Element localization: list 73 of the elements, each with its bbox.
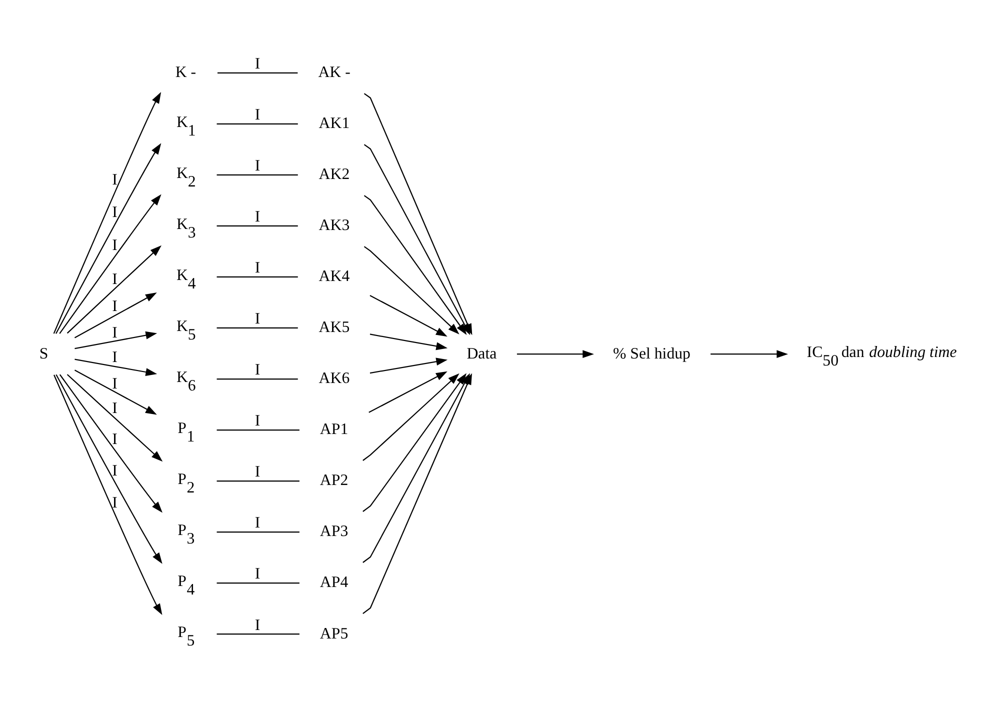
edge-label: I (254, 616, 260, 634)
connector (216, 633, 300, 634)
node-text: AK4 (318, 268, 350, 285)
connector (216, 174, 298, 176)
edge-label: I (112, 204, 118, 221)
node-text: AK - (318, 64, 350, 81)
arrow (370, 333, 448, 350)
node-text: AK5 (318, 318, 350, 336)
edge-label: I (112, 170, 118, 188)
arrow (59, 194, 162, 334)
arrow (74, 330, 158, 349)
connector (216, 582, 300, 584)
node-text: AP4 (320, 574, 348, 591)
edge-label: I (254, 106, 260, 124)
arrow (74, 369, 157, 414)
arrow (74, 292, 157, 338)
edge-label: I (254, 412, 260, 430)
node-text: AP1 (320, 420, 348, 438)
arrow (56, 374, 162, 564)
arrow (66, 244, 162, 334)
edge-label: I (254, 463, 260, 480)
arrow (370, 294, 448, 336)
arrow (368, 370, 448, 412)
connector (216, 122, 298, 124)
edge-label: I (112, 270, 118, 288)
node-text: K - (175, 64, 196, 81)
arrow (74, 358, 158, 376)
edge-label: I (112, 374, 118, 392)
edge-label: I (254, 157, 260, 174)
edge-label: I (112, 430, 118, 448)
edge-label: I (254, 514, 260, 532)
edge-label: I (254, 310, 260, 328)
edge-label: I (254, 208, 260, 226)
arrow (53, 92, 162, 334)
node-text: AK3 (318, 216, 350, 234)
connector (216, 378, 298, 380)
connector (216, 480, 300, 482)
arrow (710, 350, 788, 358)
arrow (54, 374, 162, 614)
node-text: % Sel hidup (612, 344, 691, 362)
arrow (516, 350, 594, 358)
arrow (362, 372, 460, 460)
edge-label: I (254, 259, 260, 276)
connector (216, 276, 298, 278)
node-text: AP3 (320, 522, 348, 540)
arrow (66, 374, 163, 462)
edge-label: I (112, 298, 118, 315)
edge-label: I (112, 400, 118, 417)
node-text: AP2 (320, 472, 348, 489)
edge-label: I (254, 565, 260, 582)
arrow (364, 194, 467, 334)
edge-label: I (254, 55, 260, 72)
arrow (364, 246, 460, 334)
arrow (59, 374, 162, 512)
connector (216, 326, 298, 328)
connector (216, 224, 298, 226)
node-text: AK2 (318, 166, 350, 183)
node-text: AK6 (318, 370, 350, 387)
node-text: S (39, 344, 48, 362)
node-text: AK1 (318, 114, 350, 132)
edge-label: I (112, 236, 118, 254)
arrow (370, 357, 448, 374)
node-text: AP5 (320, 624, 348, 642)
connector (216, 428, 300, 430)
edge-label: I (112, 462, 118, 480)
connector (217, 72, 298, 73)
edge-label: I (112, 494, 118, 511)
connector (216, 530, 300, 532)
edge-label: I (112, 324, 118, 341)
arrow (55, 142, 162, 334)
node-text: Data (466, 344, 497, 362)
edge-label: I (254, 361, 260, 378)
edge-label: I (112, 348, 118, 366)
